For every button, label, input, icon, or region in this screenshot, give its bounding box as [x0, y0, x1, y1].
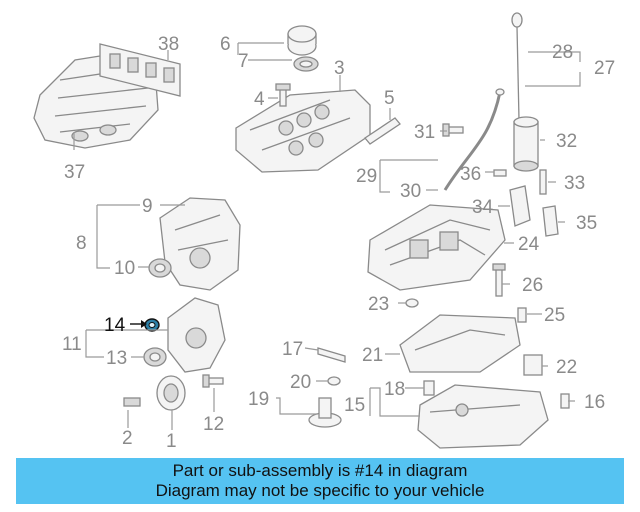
bolt-2-drawing: [123, 397, 141, 407]
callout-25: 25: [544, 305, 565, 326]
oil-filter-drawing: [513, 116, 539, 172]
callout-26: 26: [522, 275, 543, 296]
timing-cover-upper-drawing: [159, 197, 241, 291]
callout-31: 31: [414, 122, 435, 143]
callout-3: 3: [334, 58, 345, 79]
gasket-17-drawing: [317, 347, 346, 363]
callout-8: 8: [76, 233, 87, 254]
bolt-12-drawing: [202, 374, 224, 388]
sensor-18-drawing: [423, 380, 435, 396]
pin-33-drawing: [539, 169, 547, 195]
callout-32: 32: [556, 131, 577, 152]
callout-9: 9: [142, 196, 153, 217]
banner-line-1: Part or sub-assembly is #14 in diagram: [172, 461, 468, 480]
callout-10: 10: [114, 258, 135, 279]
seal-10-drawing: [148, 258, 172, 278]
housing-34-drawing: [509, 185, 531, 227]
callout-12: 12: [203, 414, 224, 435]
callout-17: 17: [282, 339, 303, 360]
callout-2: 2: [122, 428, 133, 449]
callout-1: 1: [166, 431, 177, 452]
callout-14: 14: [104, 315, 126, 336]
callout-11: 11: [62, 334, 82, 355]
valve-cover-drawing: [235, 89, 371, 173]
bolt-31-drawing: [442, 123, 464, 137]
callout-23: 23: [368, 294, 389, 315]
drain-plug-drawing: [560, 393, 570, 409]
callout-20: 20: [290, 372, 311, 393]
callout-34: 34: [472, 197, 494, 218]
manifold-gasket-drawing: [99, 43, 181, 97]
banner-line-2: Diagram may not be specific to your vehi…: [155, 481, 485, 500]
info-banner: Part or sub-assembly is #14 in diagram D…: [16, 458, 624, 504]
seal-14-drawing: [144, 318, 160, 332]
callout-30: 30: [400, 181, 421, 202]
callout-37: 37: [64, 162, 85, 183]
oring-20-drawing: [327, 376, 341, 386]
bolt-26-drawing: [492, 263, 506, 297]
leader-lines: [73, 42, 581, 430]
callout-29: 29: [356, 166, 377, 187]
callout-15: 15: [344, 395, 365, 416]
timing-cover-lower-drawing: [167, 297, 226, 373]
callout-6: 6: [220, 34, 231, 55]
callout-38: 38: [158, 34, 179, 55]
oil-cap-drawing: [287, 25, 317, 56]
parts-diagram: 38 6 7 3 4 5 28 27 37 31 32 29 30 36 33 …: [33, 12, 615, 452]
callout-16: 16: [584, 392, 605, 413]
sensor-22-drawing: [523, 354, 543, 376]
callout-28: 28: [552, 42, 573, 63]
dipstick-tube-drawing: [443, 88, 505, 191]
callout-labels: 38 6 7 3 4 5 28 27 37 31 32 29 30 36 33 …: [62, 34, 615, 452]
pulley-drawing: [156, 375, 186, 411]
callout-5: 5: [384, 88, 395, 109]
lower-oil-pan-drawing: [417, 384, 549, 449]
level-sensor-drawing: [308, 397, 342, 428]
callout-7: 7: [238, 51, 249, 72]
callout-33: 33: [564, 173, 585, 194]
screw-36-drawing: [493, 169, 507, 177]
cap-seal-drawing: [293, 56, 319, 72]
callout-27: 27: [594, 58, 615, 79]
callout-24: 24: [518, 234, 540, 255]
dipstick-drawing: [511, 12, 523, 121]
callout-21: 21: [362, 345, 383, 366]
gasket-5-drawing: [364, 117, 401, 145]
callout-4: 4: [254, 89, 265, 110]
callout-36: 36: [460, 164, 481, 185]
seal-13-drawing: [143, 347, 167, 367]
callout-19: 19: [248, 389, 269, 410]
callout-35: 35: [576, 213, 597, 234]
upper-oil-pan-drawing: [367, 204, 506, 291]
oil-pump-housing-drawing: [399, 314, 521, 373]
baffle-35-drawing: [542, 205, 559, 237]
callout-18: 18: [384, 379, 405, 400]
plug-25-drawing: [517, 307, 527, 323]
callout-13: 13: [106, 348, 127, 369]
callout-22: 22: [556, 357, 577, 378]
bolt-4-drawing: [275, 83, 291, 107]
oring-23-drawing: [405, 298, 419, 308]
